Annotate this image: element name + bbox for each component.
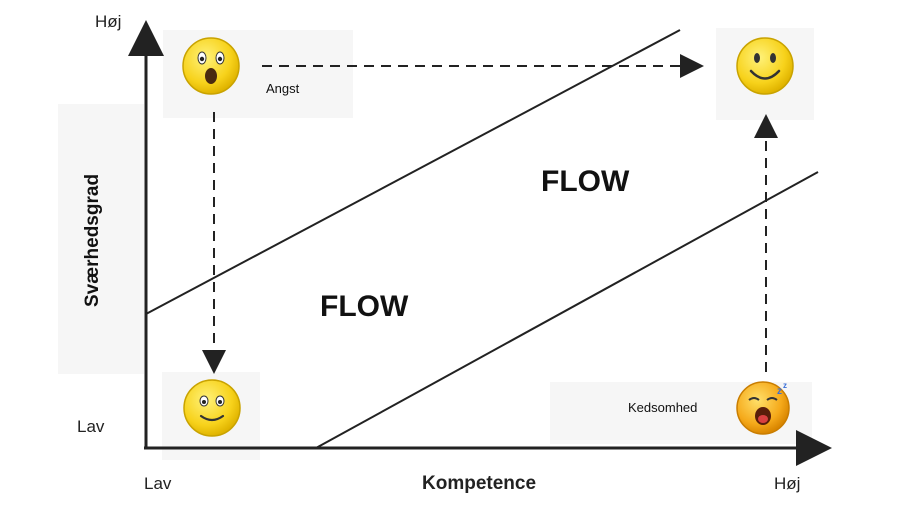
x-axis-title: Kompetence [422, 473, 537, 494]
flow-upper-boundary [145, 29, 681, 315]
flow-label-lower: FLOW [320, 290, 409, 323]
anxious-smiley-icon [182, 37, 240, 95]
y-axis-high-label: Høj [95, 12, 122, 31]
flow-label-upper: FLOW [541, 165, 630, 198]
happy-smiley-icon [736, 37, 794, 95]
boredom-label: Kedsomhed [628, 400, 698, 415]
calm-smiley-icon [183, 379, 241, 437]
y-axis-title: Sværhedsgrad [82, 173, 103, 307]
bored-smiley-icon: z z [736, 381, 790, 435]
anxiety-label: Angst [266, 81, 300, 96]
x-axis-low-label: Lav [144, 474, 172, 493]
y-axis-low-label: Lav [77, 417, 105, 436]
svg-text:z: z [783, 381, 787, 390]
flow-lower-boundary [315, 171, 819, 449]
svg-text:z: z [777, 386, 782, 397]
ylabel-panel [58, 104, 144, 374]
x-axis-high-label: Høj [774, 474, 801, 493]
